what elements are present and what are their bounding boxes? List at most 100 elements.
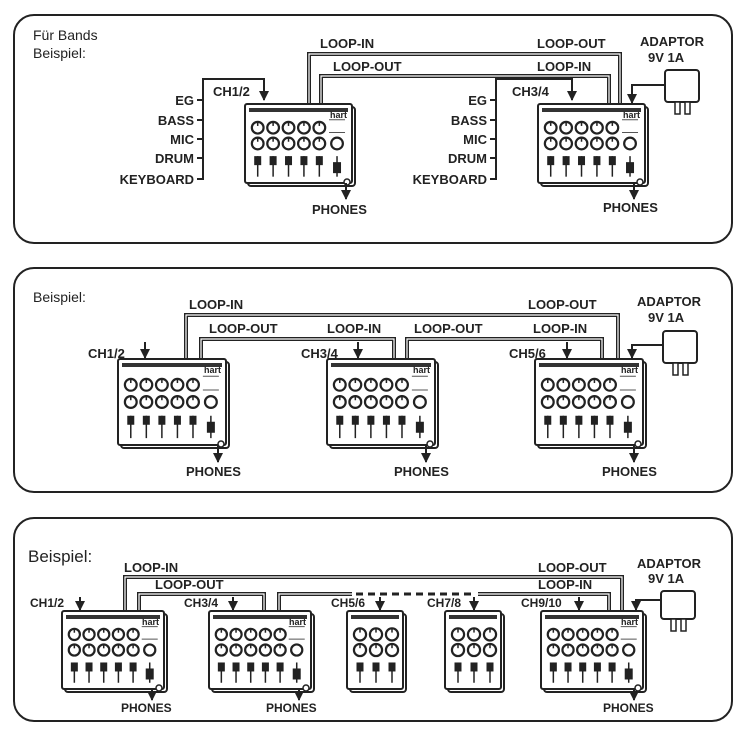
loop-in-label: LOOP-IN (537, 59, 591, 74)
loop-out-label: LOOP-OUT (155, 577, 224, 592)
fader-icon (608, 156, 616, 166)
knob-icon (559, 120, 574, 135)
input-source-label: EG (468, 93, 487, 108)
knob-icon (605, 120, 620, 135)
adaptor-spec: 9V 1A (648, 310, 685, 325)
input-source-label: DRUM (448, 151, 487, 166)
fader-icon (300, 156, 308, 166)
fader-icon (593, 156, 601, 166)
master-knob-icon (143, 643, 157, 657)
loop-cables-white (185, 314, 619, 358)
mixer-unit: hart (534, 358, 647, 449)
fader-icon (606, 415, 614, 425)
fader-icon (351, 415, 359, 425)
channel-label: CH3/4 (512, 84, 550, 99)
master-knob-icon (412, 394, 427, 410)
fader-icon (100, 662, 108, 672)
input-source-label: BASS (451, 113, 487, 128)
panel-header: Beispiel: (28, 547, 92, 566)
fader-icon (336, 415, 344, 425)
channel-label: CH1/2 (88, 346, 125, 361)
mixer-unit: hart (540, 610, 647, 693)
fader-icon (276, 662, 284, 672)
fader-icon (593, 662, 601, 672)
brand-logo: hart (621, 617, 638, 627)
fader-icon (578, 156, 586, 166)
input-bracket (197, 78, 269, 180)
fader-icon (564, 662, 572, 672)
fader-icon (559, 415, 567, 425)
fader-icon (217, 662, 225, 672)
fader-icon (127, 415, 135, 425)
loop-in-label: LOOP-IN (533, 321, 587, 336)
power-cable (627, 344, 663, 359)
brand-logo: hart (289, 617, 306, 627)
panel-header: Für Bands (33, 27, 98, 43)
phones-label: PHONES (266, 701, 317, 715)
adaptor-label: ADAPTOR (640, 34, 705, 49)
master-knob-icon (203, 394, 218, 410)
fader-icon (247, 662, 255, 672)
mixer-unit: hart (244, 103, 356, 187)
channel-label: CH7/8 (427, 596, 461, 610)
fader-icon (579, 662, 587, 672)
fader-icon (85, 662, 93, 672)
input-source-label: KEYBOARD (120, 172, 194, 187)
brand-logo: hart (621, 365, 638, 375)
input-bracket (490, 78, 577, 180)
fader-icon (382, 415, 390, 425)
master-knob-icon (330, 136, 344, 151)
channel-label: CH9/10 (521, 596, 562, 610)
mixer-unit: hart (537, 103, 649, 187)
loop-in-label: LOOP-IN (320, 36, 374, 51)
fader-icon (173, 415, 181, 425)
fader-icon (562, 156, 570, 166)
fader-icon (372, 662, 380, 672)
phones-jack-icon (634, 440, 642, 448)
loop-out-label: LOOP-OUT (209, 321, 278, 336)
fader-icon (575, 415, 583, 425)
power-cable (631, 599, 661, 611)
phones-jack-icon (302, 684, 310, 692)
power-cable (627, 84, 665, 104)
knob-icon (589, 120, 604, 135)
knob-icon (312, 120, 327, 135)
fader-icon (590, 415, 598, 425)
knob-icon (574, 120, 589, 135)
master-fader-icon (626, 162, 635, 174)
fader-icon (269, 156, 277, 166)
fader-icon (129, 662, 137, 672)
fader-icon (285, 156, 293, 166)
phones-label: PHONES (602, 464, 657, 479)
master-knob-icon (620, 394, 635, 410)
fader-icon (454, 662, 462, 672)
panel-for-bands: Für Bands Beispiel: LOOP-IN LOOP-OUT LOO… (13, 14, 733, 244)
channel-label: CH5/6 (331, 596, 365, 610)
master-fader-icon (623, 421, 632, 433)
master-fader-icon (624, 668, 633, 680)
panel-example-five-units: Beispiel: LOOP-IN LOOP-OUT LOOP-OUT LOOP… (13, 517, 733, 722)
brand-logo: hart (413, 365, 430, 375)
fader-icon (608, 662, 616, 672)
fader-icon (470, 662, 478, 672)
fader-icon (254, 156, 262, 166)
loop-out-label: LOOP-OUT (528, 297, 597, 312)
master-fader-icon (333, 162, 342, 174)
mixer-unit: hart (326, 358, 439, 449)
adaptor-spec: 9V 1A (648, 50, 685, 65)
phones-label: PHONES (603, 701, 654, 715)
phones-jack-icon (634, 684, 642, 692)
adaptor-label: ADAPTOR (637, 294, 702, 309)
phones-jack-icon (636, 178, 644, 186)
input-source-label: BASS (158, 113, 194, 128)
fader-icon (549, 662, 557, 672)
phones-label: PHONES (603, 200, 658, 215)
loop-out-label: LOOP-OUT (414, 321, 483, 336)
loop-cables-white (124, 576, 623, 610)
channel-label: CH3/4 (301, 346, 339, 361)
loop-cables-white (308, 53, 621, 104)
knob-icon (266, 120, 281, 135)
knob-icon (296, 120, 311, 135)
input-source-label: DRUM (155, 151, 194, 166)
fader-icon (261, 662, 269, 672)
